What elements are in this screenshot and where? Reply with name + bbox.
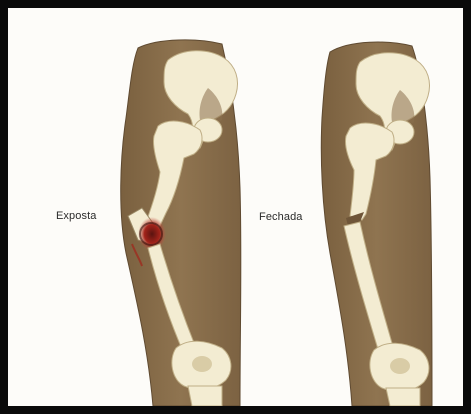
fracture-illustration [8,8,463,406]
open-fracture-label: Exposta [56,210,96,222]
open-fracture-leg [121,40,241,406]
illustration-panel: Exposta Fechada [8,8,463,406]
closed-fracture-label: Fechada [259,211,303,223]
closed-fracture-leg [321,42,432,406]
